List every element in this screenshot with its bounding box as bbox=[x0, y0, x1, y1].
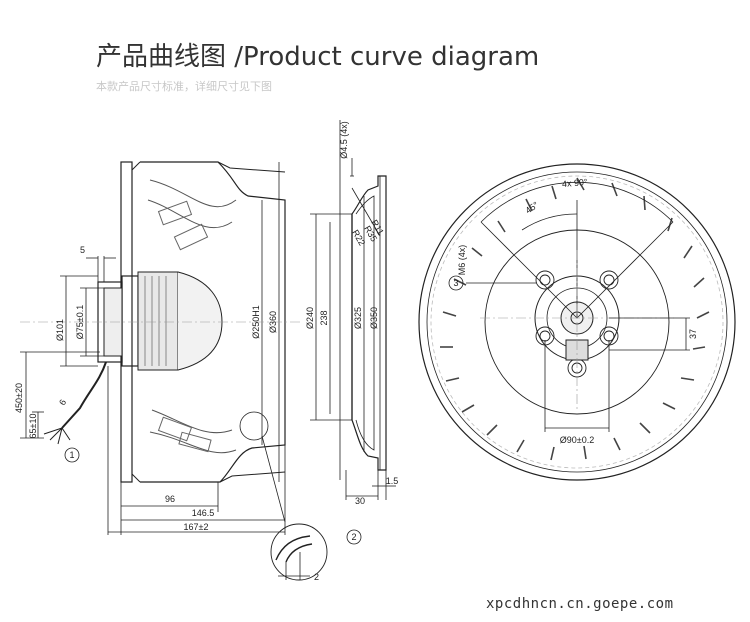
dim-d101: Ø101 bbox=[55, 319, 65, 341]
dim-30: 30 bbox=[355, 496, 365, 506]
dim-d90: Ø90±0.2 bbox=[560, 435, 594, 445]
motor-body bbox=[121, 275, 139, 367]
dim-450: 450±20 bbox=[14, 383, 24, 413]
dim-6: 6 bbox=[57, 398, 68, 407]
dim-1-5: 1.5 bbox=[386, 476, 399, 486]
page-title: 产品曲线图 /Product curve diagram bbox=[96, 42, 540, 72]
front-view bbox=[418, 163, 736, 481]
dim-d350: Ø350 bbox=[369, 307, 379, 329]
dim-96: 96 bbox=[165, 494, 175, 504]
impeller-outline bbox=[140, 161, 286, 483]
dim-37: 37 bbox=[688, 329, 698, 339]
callout-1-circle bbox=[64, 447, 80, 463]
callout-1: 1 bbox=[69, 450, 74, 460]
detail-view-circle bbox=[270, 523, 328, 581]
cable bbox=[61, 361, 107, 429]
dim-d250: Ø250H1 bbox=[251, 305, 261, 339]
dim-238: 238 bbox=[319, 310, 329, 325]
dim-4x90: 4x 90° bbox=[562, 177, 589, 189]
dim-d325: Ø325 bbox=[353, 307, 363, 329]
callout-2-circle bbox=[346, 529, 362, 545]
dim-45: 45° bbox=[523, 199, 540, 215]
callout-3-circle bbox=[448, 275, 464, 291]
outer-ring bbox=[418, 163, 736, 481]
callout-3: 3 bbox=[453, 278, 458, 288]
dim-5: 5 bbox=[80, 245, 85, 255]
dim-d75: Ø75±0.1 bbox=[75, 305, 85, 339]
dim-167: 167±2 bbox=[184, 522, 209, 532]
dim-146-5: 146.5 bbox=[192, 508, 215, 518]
section-view bbox=[310, 120, 396, 500]
dim-65: 65±10 bbox=[28, 414, 38, 439]
page-subtitle: 本款产品尺寸标准，详细尺寸见下图 bbox=[96, 80, 272, 93]
dim-d360: Ø360 bbox=[268, 311, 278, 333]
callout-2: 2 bbox=[351, 532, 356, 542]
watermark-url: xpcdhncn.cn.goepe.com bbox=[486, 596, 674, 612]
dim-d4-5: Ø4.5 (4x) bbox=[339, 121, 349, 159]
side-view bbox=[20, 161, 362, 581]
dim-m6: M6 (4x) bbox=[457, 245, 467, 276]
detail-dim-2: 2 bbox=[314, 572, 319, 582]
dim-d240: Ø240 bbox=[305, 307, 315, 329]
